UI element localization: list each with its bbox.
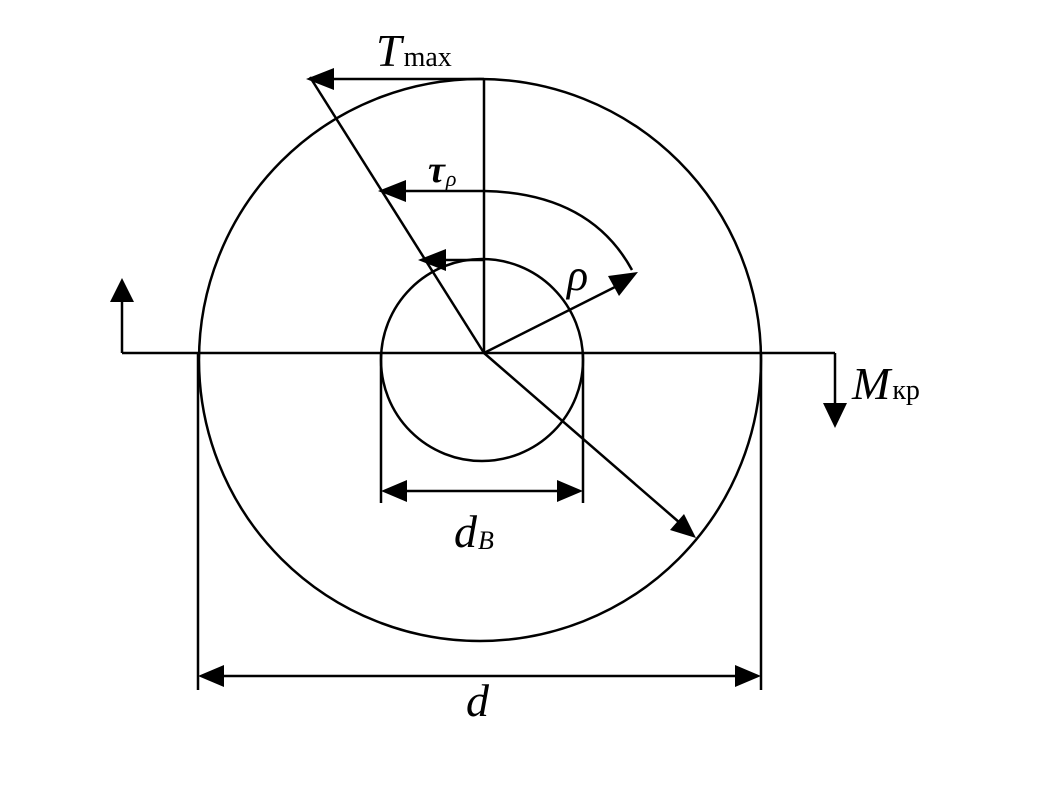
rho-arc	[483, 189, 634, 271]
rho-arrow-shaft	[483, 285, 616, 355]
inner-diameter-label: dB	[454, 506, 494, 557]
right-section-arrow-head	[823, 403, 847, 428]
m-kr-label: Mкр	[851, 358, 920, 409]
d-inner-sub: B	[478, 526, 494, 555]
tau-main: τ	[428, 149, 446, 191]
m-main: M	[851, 358, 893, 409]
inner-dimension-head-left	[381, 480, 407, 502]
outer-diameter-label: d	[466, 675, 490, 726]
t-max-arrow-head	[306, 68, 334, 90]
inner-stress-arrow-head	[418, 249, 446, 271]
left-section-arrow-head	[110, 278, 134, 302]
outer-dimension-head-right	[735, 665, 761, 687]
outer-dimension-head-left	[198, 665, 224, 687]
tau-sub: ρ	[445, 166, 457, 191]
tau-label: τρ	[428, 149, 456, 191]
t-max-main: T	[376, 25, 405, 76]
m-sub: кр	[892, 375, 920, 406]
t-max-label: Tmax	[376, 25, 452, 76]
tau-arrow-head	[378, 180, 406, 202]
rho-arrow-head	[608, 272, 638, 296]
inner-circle	[379, 257, 585, 463]
rho-label: ρ	[565, 251, 588, 300]
d-inner-main: d	[454, 506, 478, 557]
stress-diagonal-line	[308, 76, 486, 354]
outer-circle	[197, 77, 763, 643]
outer-radius-arrow-head	[670, 514, 696, 538]
inner-dimension-head-right	[557, 480, 583, 502]
t-max-sub: max	[404, 42, 452, 73]
